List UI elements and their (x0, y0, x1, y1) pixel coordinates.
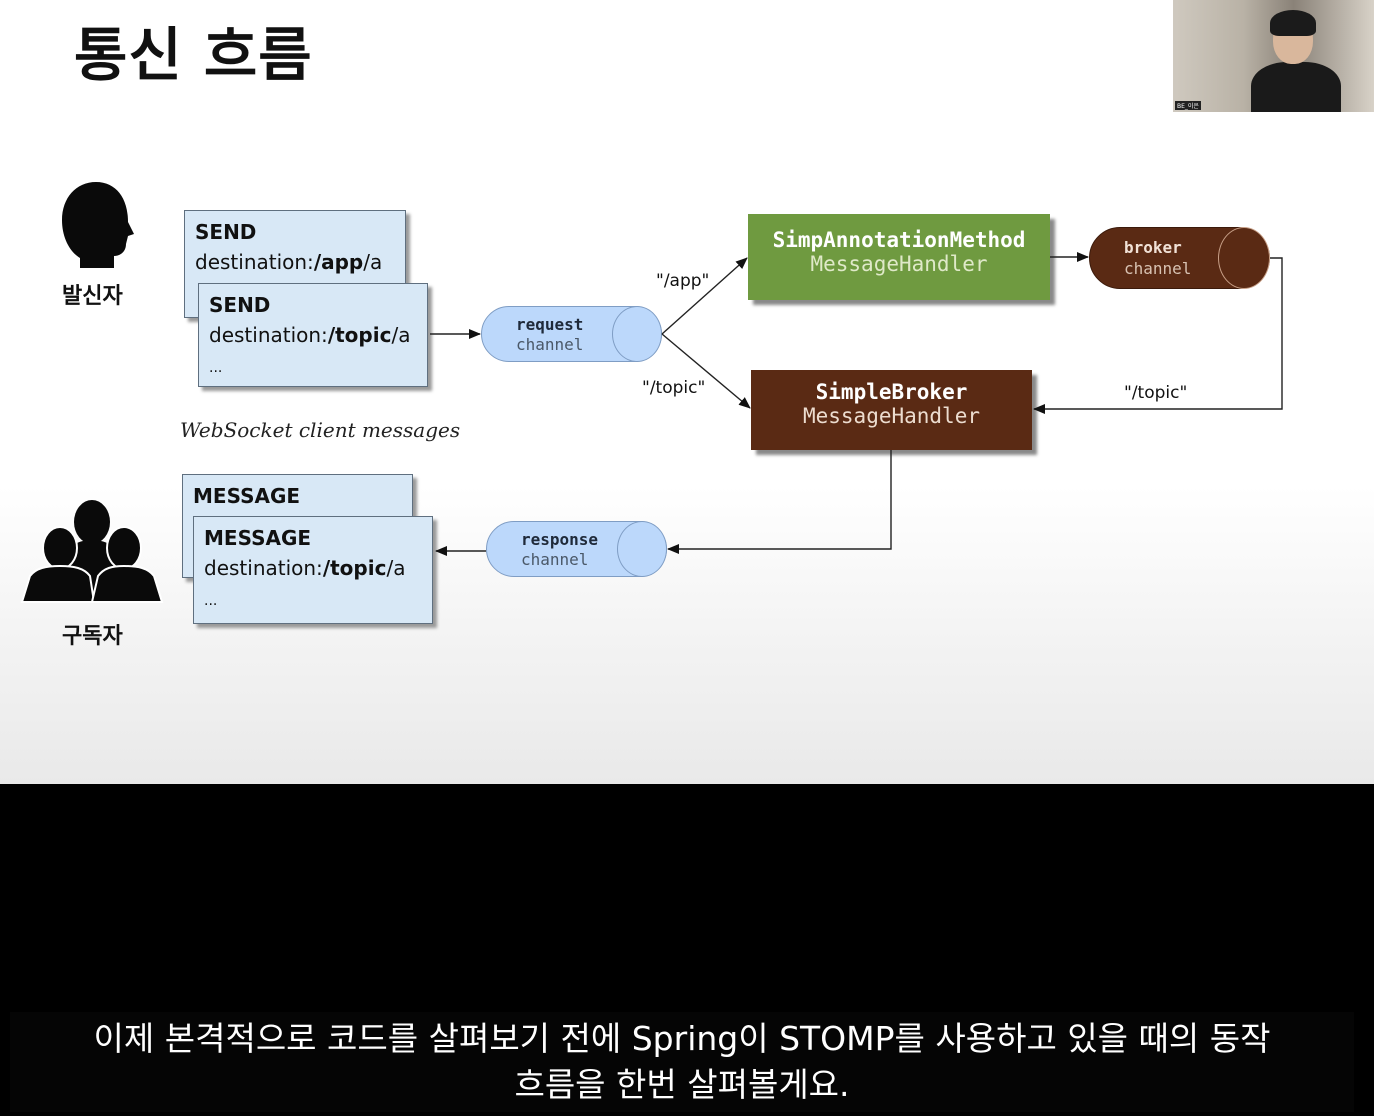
client-messages-caption: WebSocket client messages (180, 418, 461, 442)
subscriber-group-icon (20, 500, 164, 603)
webcam-thumbnail: BE_이은 (1173, 0, 1374, 112)
card-dest-path: /app (313, 250, 364, 274)
caption-subtitle: 이제 본격적으로 코드를 살펴보기 전에 Spring이 STOMP를 사용하고… (10, 1012, 1354, 1112)
channel-cylinder-end (1218, 226, 1270, 289)
route-label-app: "/app" (656, 271, 710, 291)
channel-subtitle: channel (516, 335, 584, 354)
channel-subtitle: channel (1124, 259, 1192, 278)
presenter-body (1251, 62, 1341, 112)
webcam-label: BE_이은 (1175, 101, 1201, 110)
subtitle-line-2: 흐름을 한번 살펴볼게요. (514, 1065, 850, 1104)
handler-title: SimpAnnotationMethod (772, 228, 1026, 252)
presenter-hair (1270, 10, 1316, 36)
channel-title: request (516, 315, 584, 334)
channel-cylinder-end (617, 520, 667, 577)
card-command: MESSAGE (193, 484, 301, 508)
slide-title: 통신 흐름 (74, 21, 313, 89)
handler-title: SimpleBroker (815, 380, 968, 404)
simple-broker-handler: SimpleBroker MessageHandler (751, 370, 1032, 450)
handler-subtitle: MessageHandler (802, 404, 980, 428)
slide: 통신 흐름 BE_이은 발신자 구독자 SEND destination:/ap… (0, 0, 1374, 784)
card-dest-path: /topic (322, 556, 387, 580)
card-ellipsis: ... (209, 360, 223, 376)
card-dest-prefix: destination: (204, 556, 323, 580)
card-command: MESSAGE (204, 526, 312, 550)
subscriber-label: 구독자 (62, 624, 123, 649)
card-dest-suffix: /a (391, 323, 411, 347)
card-dest-prefix: destination: (195, 250, 314, 274)
channel-title: broker (1124, 238, 1182, 257)
sender-person-icon (62, 182, 134, 268)
route-label-topic-broker: "/topic" (1124, 383, 1188, 403)
route-label-topic-request: "/topic" (642, 378, 706, 398)
request-channel: request channel (481, 305, 662, 362)
channel-cylinder-end (612, 305, 662, 362)
card-dest-path: /topic (327, 323, 392, 347)
sender-label: 발신자 (62, 284, 123, 309)
card-dest-suffix: /a (363, 250, 383, 274)
card-command: SEND (195, 220, 257, 244)
broker-channel: broker channel (1089, 226, 1270, 289)
card-ellipsis: ... (204, 593, 218, 609)
handler-subtitle: MessageHandler (810, 252, 988, 276)
subtitle-line-1: 이제 본격적으로 코드를 살펴보기 전에 Spring이 STOMP를 사용하고… (93, 1019, 1271, 1058)
card-command: SEND (209, 293, 271, 317)
flow-arrows (430, 252, 1283, 556)
message-card-topic: MESSAGE destination:/topic/a ... (193, 516, 433, 624)
card-dest-suffix: /a (386, 556, 406, 580)
response-channel: response channel (486, 520, 667, 577)
send-message-card-topic: SEND destination:/topic/a ... (198, 283, 428, 387)
channel-title: response (521, 530, 599, 549)
simp-annotation-handler: SimpAnnotationMethod MessageHandler (748, 214, 1050, 300)
channel-subtitle: channel (521, 550, 589, 569)
card-dest-prefix: destination: (209, 323, 328, 347)
